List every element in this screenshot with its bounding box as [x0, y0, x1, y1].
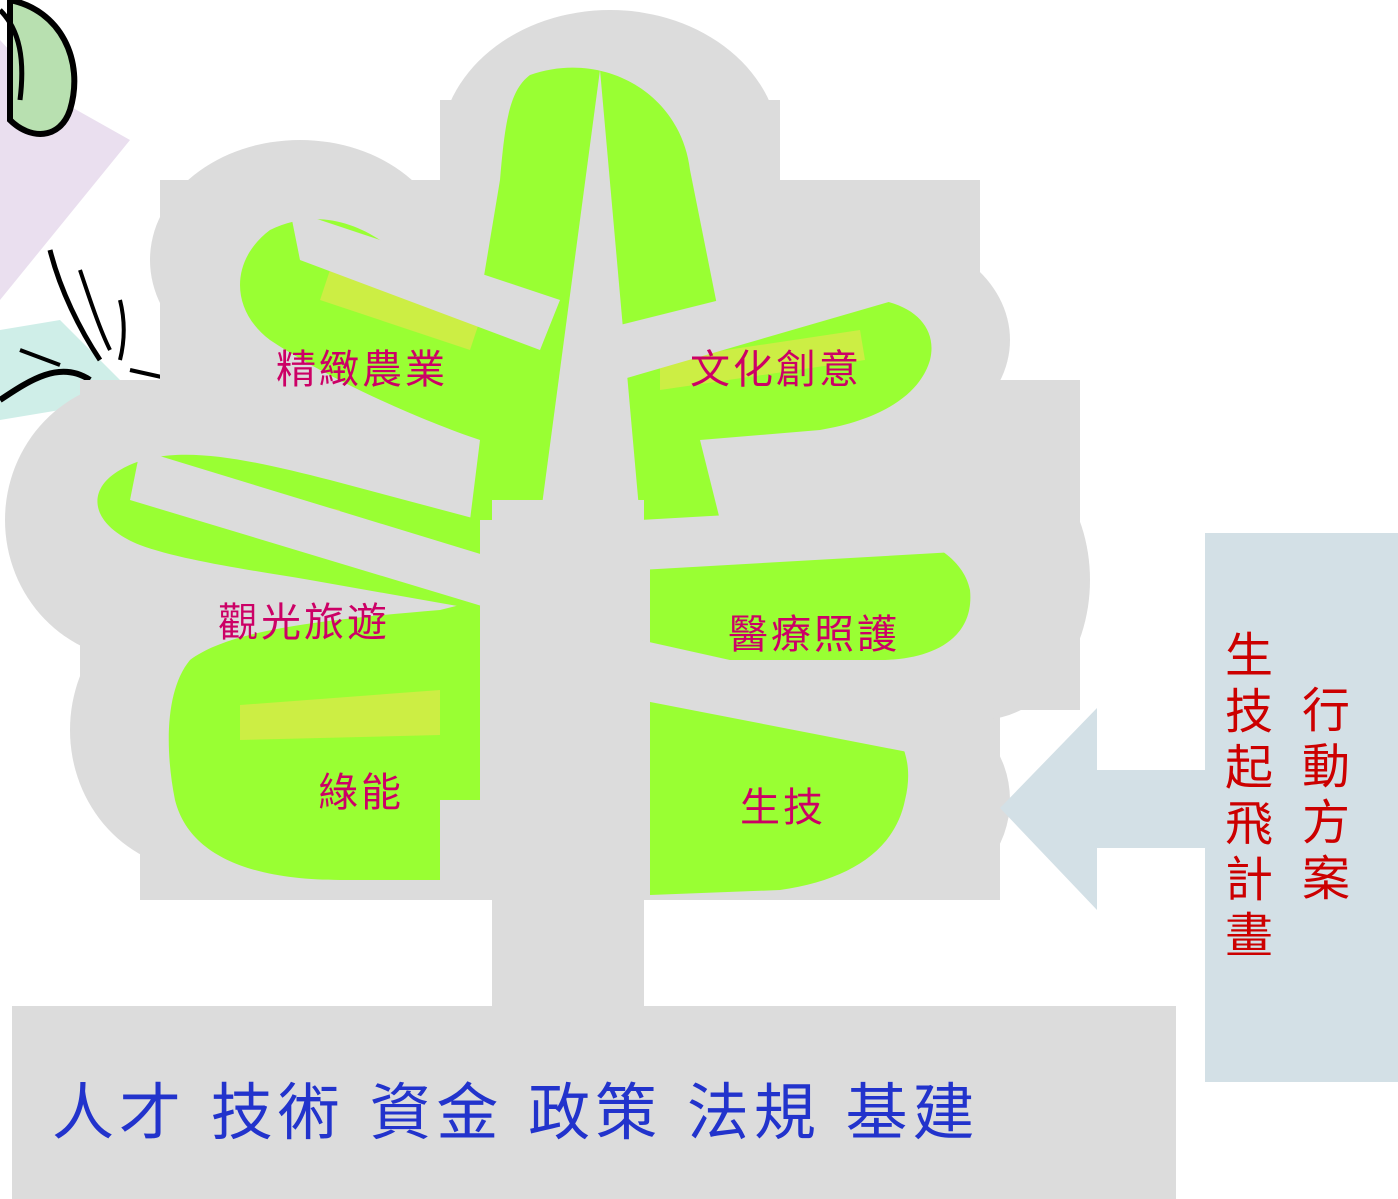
- foundation-text: 人才 技術 資金 政策 法規 基建: [52, 1076, 980, 1149]
- foundation-bar: [12, 1006, 1176, 1199]
- branch-label-precision-agriculture: 精緻農業: [276, 347, 448, 393]
- branch-label-medical-care: 醫療照護: [728, 612, 900, 658]
- action-plan-text: 行 動 方 案: [1301, 683, 1350, 907]
- watering-clipart: [0, 0, 176, 420]
- branch-label-tourism: 觀光旅遊: [218, 600, 390, 646]
- branch-label-cultural-creative: 文化創意: [690, 347, 862, 393]
- biotech-takeoff-plan-text: 生 技 起 飛 計 畫: [1224, 628, 1273, 964]
- left-arrow: [1000, 708, 1205, 910]
- branch-label-biotech: 生技: [740, 785, 826, 831]
- action-plan-panel: [1205, 533, 1398, 1082]
- tree-trunk: [130, 70, 1000, 1010]
- branch-label-green-energy: 綠能: [318, 770, 404, 816]
